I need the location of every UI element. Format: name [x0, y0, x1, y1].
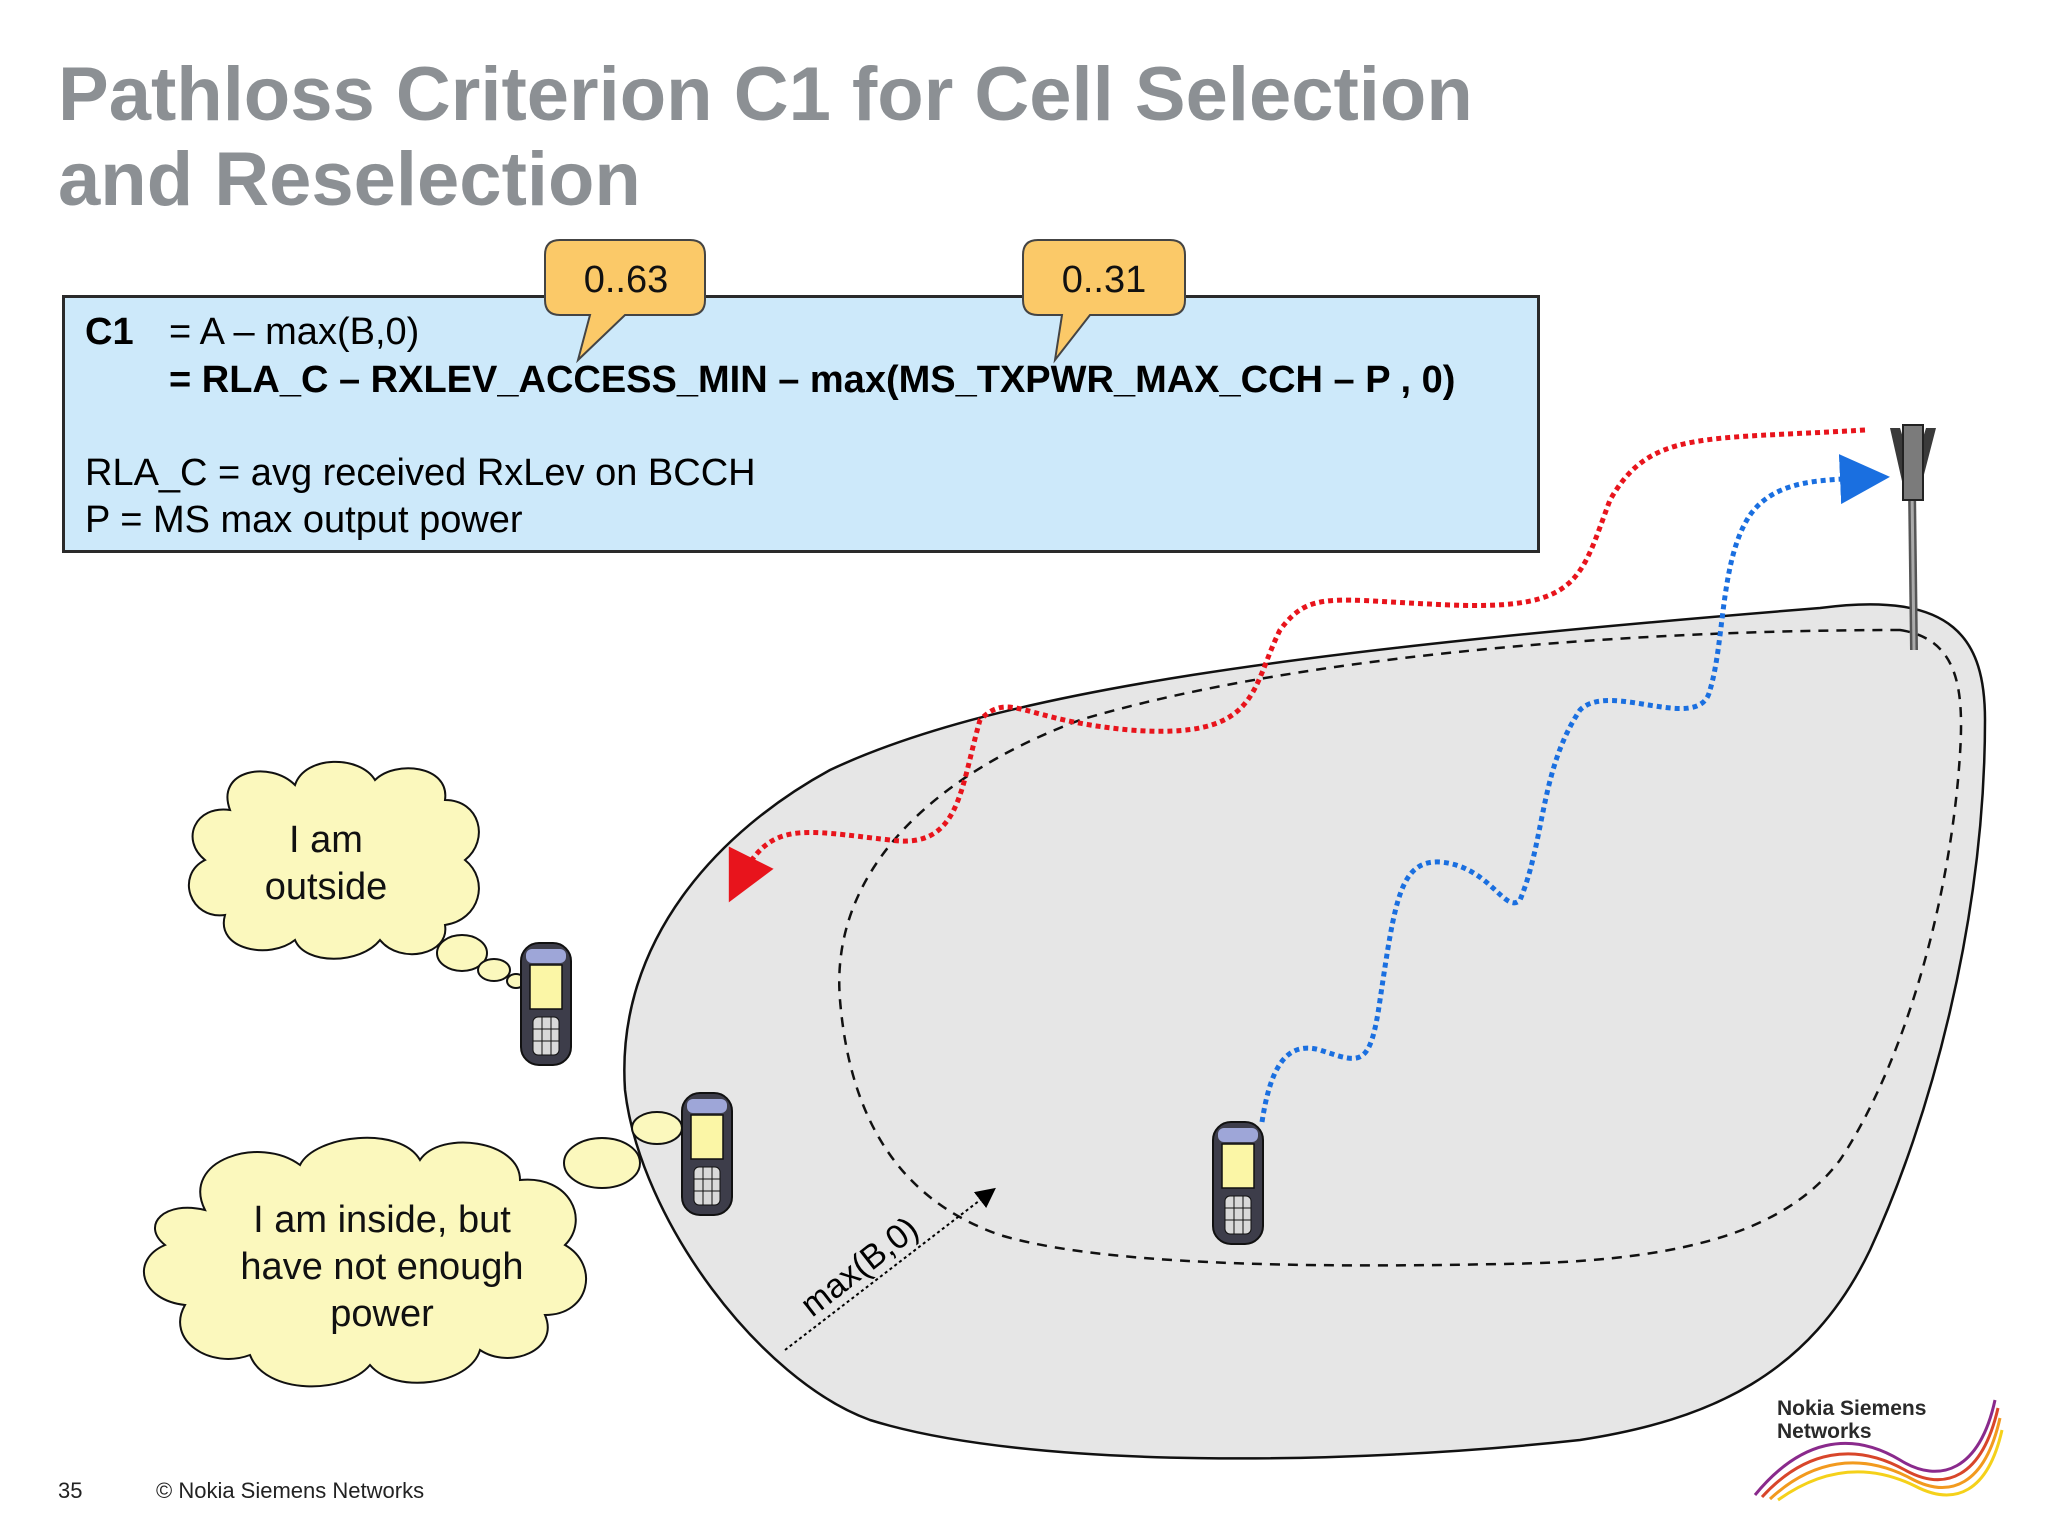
title-line-1: Pathloss Criterion C1 for Cell Selection — [58, 52, 1473, 137]
logo-line-1: Nokia Siemens — [1777, 1397, 1927, 1420]
mobile-phone-edge-icon — [681, 1092, 733, 1216]
formula-line-2: = RLA_C – RXLEV_ACCESS_MIN – max(MS_TXPW… — [169, 359, 1456, 401]
outside-thought-bubble: I am outside — [187, 760, 526, 989]
mobile-phone-outside-icon — [520, 942, 572, 1066]
definition-rla-c: RLA_C = avg received RxLev on BCCH — [85, 452, 756, 494]
slide-title: Pathloss Criterion C1 for Cell Selection… — [58, 52, 1758, 222]
uplink-path — [1259, 454, 1890, 1123]
txpwr-range-label: 0..31 — [1062, 259, 1147, 301]
inside-line-2: have not enough — [240, 1246, 523, 1288]
inside-line-3: power — [330, 1293, 434, 1335]
formula-line-1: = A – max(B,0) — [169, 311, 420, 353]
nokia-siemens-networks-logo-icon — [1753, 1399, 2004, 1502]
outside-line-1: I am — [289, 819, 363, 861]
definition-p: P = MS max output power — [85, 499, 523, 541]
txpwr-range-callout: 0..31 — [1022, 239, 1186, 364]
rxlev-range-label: 0..63 — [584, 259, 669, 301]
base-station-antenna-icon — [1890, 424, 1936, 651]
mobile-phone-inside-icon — [1212, 1121, 1264, 1245]
margin-arrow — [784, 1187, 996, 1351]
c1-boundary-dashed — [837, 628, 1963, 1267]
page-number: 35 — [58, 1478, 83, 1503]
copyright: © Nokia Siemens Networks — [156, 1478, 425, 1503]
title-line-2: and Reselection — [58, 137, 641, 222]
inside-line-1: I am inside, but — [253, 1199, 511, 1241]
c1-label: C1 — [85, 311, 134, 353]
formula-box: C1 = A – max(B,0) = RLA_C – RXLEV_ACCESS… — [62, 295, 1540, 553]
company-logo-text: Nokia Siemens Networks — [1777, 1397, 1926, 1443]
outside-line-2: outside — [265, 866, 388, 908]
inside-thought-bubble: I am inside, but have not enough power — [142, 1102, 717, 1388]
rxlev-range-callout: 0..63 — [544, 239, 706, 364]
logo-line-2: Networks — [1777, 1420, 1872, 1443]
cell-coverage-area — [623, 603, 1987, 1460]
